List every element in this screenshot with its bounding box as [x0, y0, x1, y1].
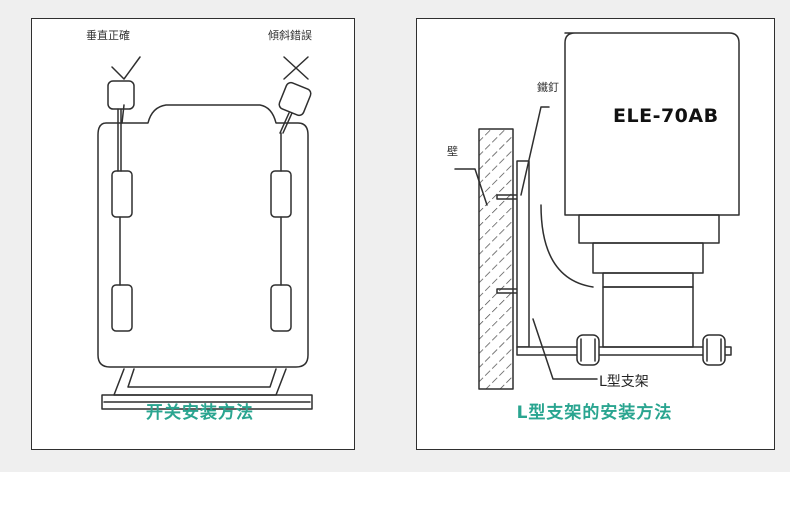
l-bracket-horizontal [516, 346, 732, 356]
check-mark-icon [111, 56, 141, 80]
right-rubber-foot [702, 334, 726, 366]
nail-leader [520, 106, 550, 196]
label-nail: 鐵釘 [537, 81, 559, 94]
pump-base [602, 272, 694, 288]
bracket-leader [532, 318, 598, 380]
wall-leader [454, 168, 488, 206]
left-rubber-foot [576, 334, 600, 366]
pump-neck [578, 214, 720, 244]
pump-body [592, 242, 704, 274]
tilted-float-upper [270, 170, 292, 218]
tank-float-switch-drawing [97, 56, 313, 410]
switch-installation-panel: 垂直正確 傾斜錯誤 开关安装方法 [0, 0, 400, 472]
label-vertical-correct: 垂直正確 [86, 29, 130, 42]
pump-bracket-drawing [454, 32, 740, 390]
cross-mark-icon [283, 56, 309, 80]
switch-installation-diagram: 垂直正確 傾斜錯誤 [31, 18, 355, 450]
bracket-installation-caption: L型支架的安装方法 [516, 403, 673, 423]
tank-base-plate [101, 394, 313, 410]
power-cord [540, 204, 594, 288]
bracket-installation-panel: 鐵釘 壁 ELE-70AB L型支架 L型支架的安装方法 [399, 0, 790, 472]
tank-outline [97, 104, 309, 368]
tank-stand [113, 368, 287, 396]
bracket-installation-diagram: 鐵釘 壁 ELE-70AB L型支架 [416, 18, 775, 450]
label-l-bracket: L型支架 [599, 374, 649, 390]
correct-switch-head [107, 80, 135, 110]
correct-float-upper [111, 170, 133, 218]
pump-model-label: ELE-70AB [613, 105, 719, 127]
tilted-float-lower [270, 284, 292, 332]
correct-float-lower [111, 284, 133, 332]
label-tilted-wrong: 傾斜錯誤 [268, 29, 312, 42]
label-wall: 壁 [447, 145, 458, 158]
tilted-switch-head [278, 81, 312, 117]
tank-lid-line [121, 104, 125, 124]
pump-stand [602, 286, 694, 348]
wall-section [478, 128, 514, 390]
switch-installation-caption: 开关安装方法 [146, 403, 254, 423]
